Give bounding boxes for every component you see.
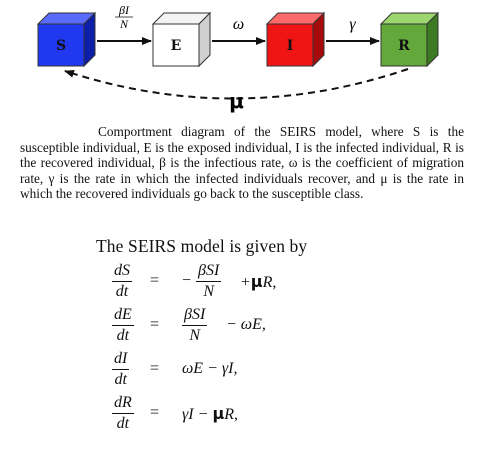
rhs-expression: γI − μR, [182, 404, 238, 423]
caption-text: Comportment diagram of the SEIRS model, … [20, 124, 464, 202]
derivative: dR dt [112, 394, 134, 433]
compartment-i: I [265, 11, 326, 68]
return-rate-label: μ [229, 89, 244, 113]
box-front-face [266, 23, 314, 67]
box-front-face [152, 23, 200, 67]
rhs-rest: − ωE, [226, 316, 266, 333]
derivative-numerator: dE [114, 306, 132, 323]
equals-sign: = [150, 316, 160, 333]
equals-sign: = [150, 404, 160, 421]
rhs-rest: +μR, [240, 272, 277, 291]
compartment-s: S [36, 11, 97, 68]
box-front-face [37, 23, 85, 67]
rhs-sign: − [182, 272, 192, 289]
equation-row: dR dt = γI − μR, [112, 394, 412, 434]
return-flow-arrow [64, 68, 409, 100]
rate-term: βSI N [182, 306, 208, 345]
transition-e-i: ω [212, 16, 266, 45]
derivative-denominator: dt [114, 371, 127, 388]
compartment-label: I [287, 38, 294, 54]
derivative-numerator: dR [114, 394, 132, 411]
derivative: dS dt [112, 262, 132, 301]
rate-denominator: N [119, 17, 129, 31]
rate-label: ω [233, 16, 244, 33]
rate-label: γ [349, 16, 356, 33]
box-front-face [380, 23, 428, 67]
figure-caption: Comportment diagram of the SEIRS model, … [20, 124, 464, 202]
transition-i-r: γ [326, 16, 380, 45]
rate-numerator: βI [118, 3, 130, 17]
rhs-expression: ωE − γI, [182, 360, 238, 377]
equals-sign: = [150, 272, 160, 289]
compartment-label: R [398, 38, 410, 54]
rate-term-numerator: βSI [184, 306, 206, 323]
derivative-denominator: dt [116, 415, 130, 432]
equation-row: dE dt = βSI N − ωE, [112, 306, 412, 346]
rate-term-denominator: N [189, 327, 200, 344]
derivative-denominator: dt [115, 283, 129, 300]
derivative-numerator: dI [114, 350, 128, 367]
rate-term: βSI N [196, 262, 222, 301]
rate-term-denominator: N [203, 283, 214, 300]
derivative: dE dt [112, 306, 134, 345]
equals-sign: = [150, 360, 160, 377]
compartment-label: S [56, 38, 66, 54]
transition-s-e: βIN [97, 3, 152, 45]
equation-row: dI dt = ωE − γI, [112, 350, 412, 390]
derivative: dI dt [112, 350, 130, 389]
compartment-e: E [151, 11, 212, 68]
compartment-r: R [379, 11, 440, 68]
rate-term-numerator: βSI [198, 262, 220, 279]
derivative-denominator: dt [116, 327, 130, 344]
derivative-numerator: dS [114, 262, 130, 279]
compartment-label: E [171, 38, 182, 54]
return-flow-r-s: μ [64, 68, 409, 113]
equation-row: dS dt = −βSI N +μR, [112, 262, 412, 302]
model-intro: The SEIRS model is given by [96, 236, 308, 256]
